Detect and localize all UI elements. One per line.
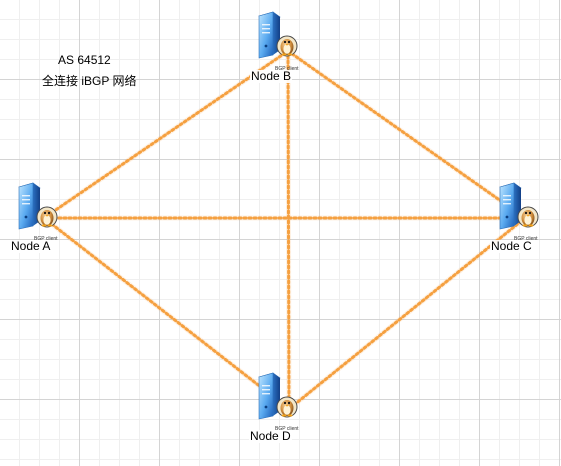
- node-b-node[interactable]: [258, 11, 298, 59]
- link-node-c-node-d[interactable]: [287, 216, 527, 411]
- node-d-label: Node D: [249, 429, 292, 443]
- nodes-layer: [18, 11, 539, 420]
- node-d-penguin-icon: [276, 396, 298, 418]
- as-label: AS 64512: [58, 53, 111, 67]
- node-d-node[interactable]: [258, 372, 298, 420]
- node-a-penguin-icon: [36, 206, 58, 228]
- node-c-client-label: BGP client: [514, 236, 538, 242]
- node-b-server-icon: [258, 11, 281, 59]
- node-d-client-label: BGP client: [275, 426, 299, 432]
- node-c-label: Node C: [490, 239, 533, 253]
- node-b-penguin-icon: [276, 35, 298, 57]
- mesh-label: 全连接 iBGP 网络: [42, 74, 137, 88]
- links-layer: [42, 48, 527, 411]
- node-c-penguin-icon: [517, 206, 539, 228]
- node-a-server-icon: [18, 182, 41, 230]
- node-a-label: Node A: [10, 239, 52, 253]
- node-b-client-label: BGP client: [275, 66, 299, 72]
- node-d-server-icon: [258, 372, 281, 420]
- link-node-a-node-d[interactable]: [42, 216, 291, 411]
- link-node-a-node-b[interactable]: [42, 49, 290, 220]
- node-a-client-label: BGP client: [34, 236, 58, 242]
- node-a-node[interactable]: [18, 182, 58, 230]
- node-c-server-icon: [499, 182, 522, 230]
- node-c-node[interactable]: [499, 182, 539, 230]
- link-node-b-node-d[interactable]: [286, 49, 291, 411]
- link-node-b-node-c[interactable]: [286, 49, 527, 220]
- node-b-label: Node B: [250, 69, 293, 83]
